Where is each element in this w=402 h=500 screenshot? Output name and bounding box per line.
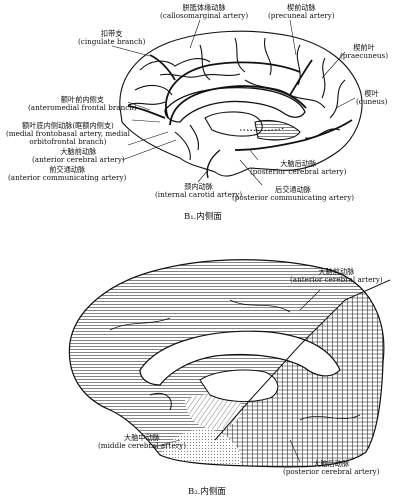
b1-outline <box>119 30 363 177</box>
label-cn: 额叶底内侧动脉(眶额内侧支) <box>22 121 114 130</box>
label-en: (posterior communicating artery) <box>232 193 355 203</box>
b1-posterior-cerebral-artery <box>234 119 353 151</box>
b1-precuneal-artery <box>289 59 313 96</box>
b1-corpus-callosum <box>164 86 306 123</box>
label-posterior-communicating-artery: 后交通动脉 (posterior communicating artery) <box>232 185 355 203</box>
label-anterior-communicating-artery: 前交通动脉 (anterior communicating artery) <box>8 165 127 183</box>
label-cn: 大脑后动脉 <box>313 459 350 468</box>
label-anterior-cerebral-artery: 大脑前动脉 (anterior cerebral artery) <box>32 147 125 165</box>
label-cn: 颈内动脉 <box>184 182 213 191</box>
b1-pericallosal-artery <box>169 85 307 126</box>
caption-b1: B₁.内侧面 <box>184 212 222 222</box>
b2-outline <box>68 259 385 468</box>
b2-brain <box>68 259 391 468</box>
label-cn: 胼胝体缘动脉 <box>182 3 226 12</box>
label-en: (middle cerebral artery) <box>98 441 186 451</box>
label-callosomarginal-artery: 胼胝体缘动脉 (callosomarginal artery) <box>160 3 249 21</box>
label-cn: 扣带支 <box>100 29 123 38</box>
label-en: (internal carotid artery) <box>155 190 243 200</box>
label-en: (cuneus) <box>356 97 388 107</box>
b2-corpus-callosum <box>139 330 341 386</box>
label-en: (anterior cerebral artery) <box>290 275 383 285</box>
label-b2-middle-cerebral-artery: 大脑中动脉 (middle cerebral artery) <box>98 433 186 451</box>
label-en: orbitofrontal branch) <box>29 137 107 147</box>
caption-b2: B₂.内侧面 <box>188 487 226 497</box>
label-precuneal-artery: 楔前动脉 (precuneal artery) <box>268 3 335 21</box>
label-b2-posterior-cerebral-artery: 大脑后动脉 (posterior cerebral artery) <box>283 459 380 477</box>
label-precuneus: 楔前叶 (praecuneus) <box>340 43 389 61</box>
label-cn: 大脑中动脉 <box>124 433 160 442</box>
label-medial-frontobasal-artery: 额叶底内侧动脉(眶额内侧支) (medial frontobasal arter… <box>6 121 130 147</box>
b1-cingulate-branch <box>149 54 176 81</box>
label-cn: 楔前叶 <box>353 43 375 52</box>
label-en: (praecuneus) <box>340 51 389 61</box>
b1-callosomarginal-artery <box>165 61 301 119</box>
label-cn: 大脑前动脉 <box>318 267 355 276</box>
label-en: (anterior communicating artery) <box>8 173 127 183</box>
label-en: (precuneal artery) <box>268 11 335 21</box>
label-en: (cingulate branch) <box>78 37 146 47</box>
b1-posterior-region <box>254 119 301 141</box>
b2-leader-lines <box>149 289 321 463</box>
b1-leader-lines <box>111 19 356 186</box>
label-cingulate-branch: 扣带支 (cingulate branch) <box>78 29 146 47</box>
label-cn: 大脑后动脉 <box>280 159 317 168</box>
label-cn: 大脑前动脉 <box>60 147 97 156</box>
label-b2-anterior-cerebral-artery: 大脑前动脉 (anterior cerebral artery) <box>290 267 383 285</box>
label-en: (anterior cerebral artery) <box>32 155 125 165</box>
label-en: (medial frontobasal artery, medial <box>6 129 130 139</box>
label-en: (anteromedial frontal branch) <box>28 103 137 113</box>
label-cn: 前交通动脉 <box>49 165 86 174</box>
label-cn: 楔前动脉 <box>286 3 316 12</box>
label-anteromedial-frontal-branch: 额叶前内侧支 (anteromedial frontal branch) <box>28 95 137 113</box>
label-en: (posterior cerebral artery) <box>283 467 380 477</box>
label-cn: 楔叶 <box>364 89 379 98</box>
label-posterior-cerebral-artery: 大脑后动脉 (posterior cerebral artery) <box>250 159 347 177</box>
label-cuneus: 楔叶 (cuneus) <box>356 89 388 107</box>
label-cn: 额叶前内侧支 <box>60 95 104 104</box>
label-en: (callosomarginal artery) <box>160 11 249 21</box>
label-en: (posterior cerebral artery) <box>250 167 347 177</box>
label-cn: 后交通动脉 <box>275 185 311 194</box>
label-internal-carotid-artery: 颈内动脉 (internal carotid artery) <box>155 182 243 200</box>
b1-brain <box>119 30 363 179</box>
b1-frontal-branch <box>127 105 166 119</box>
